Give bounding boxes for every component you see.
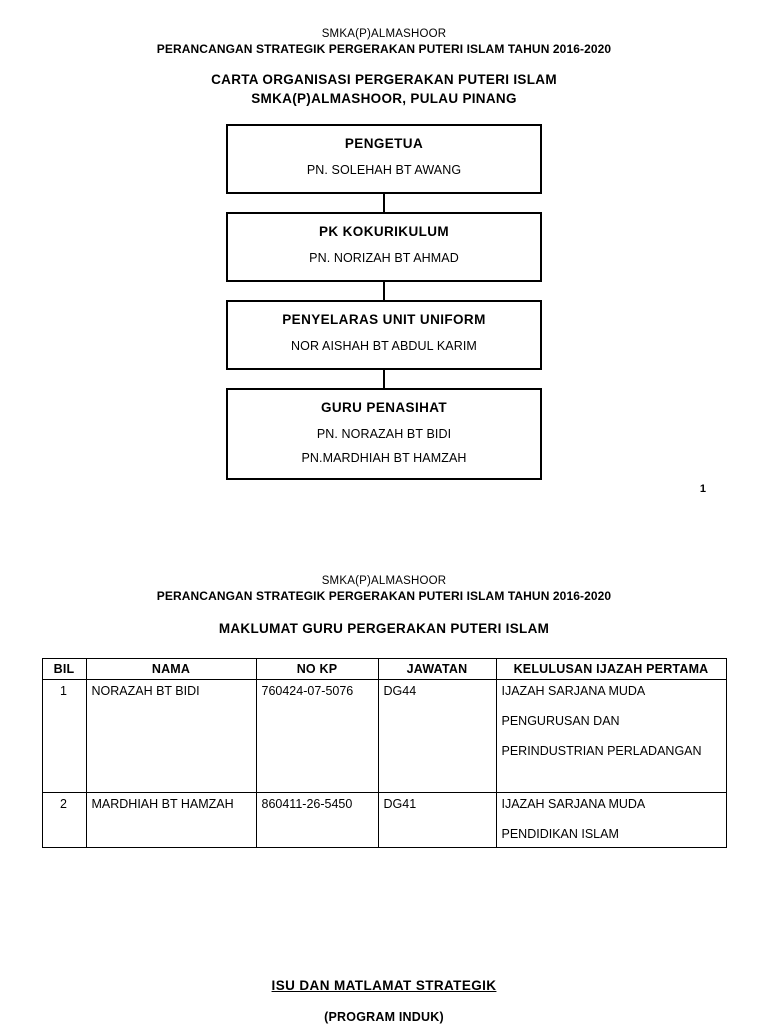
column-header-bil: BIL: [41, 658, 87, 680]
org-node-guru-title: GURU PENASIHAT: [320, 400, 448, 415]
program-induk-label: (PROGRAM INDUK): [324, 1010, 444, 1024]
cell-jawatan: DG41: [377, 792, 497, 848]
kelulusan-line: IJAZAH SARJANA MUDA: [501, 797, 646, 811]
org-node-pk-title: PK KOKURIKULUM: [318, 224, 450, 239]
cell-jawatan: DG44: [377, 679, 497, 793]
org-node-pengetua-title: PENGETUA: [344, 136, 424, 151]
org-node-pengetua-name: PN. SOLEHAH BT AWANG: [306, 163, 462, 177]
column-header-nama: NAMA: [85, 658, 257, 680]
column-header-no-kp: NO KP: [255, 658, 379, 680]
cell-nama: NORAZAH BT BIDI: [85, 679, 257, 793]
cell-no-kp: 860411-26-5450: [255, 792, 379, 848]
org-node-penyelaras: PENYELARAS UNIT UNIFORM NOR AISHAH BT AB…: [226, 300, 542, 370]
kelulusan-line: PENGURUSAN DAN: [501, 714, 620, 728]
cell-nama: MARDHIAH BT HAMZAH: [85, 792, 257, 848]
school-name-2: SMKA(P)ALMASHOOR: [321, 575, 447, 587]
cell-bil: 1: [41, 679, 87, 793]
kelulusan-line: PERINDUSTRIAN PERLADANGAN: [501, 744, 702, 758]
kelulusan-line: IJAZAH SARJANA MUDA: [501, 684, 646, 698]
org-node-guru-penasihat: GURU PENASIHAT PN. NORAZAH BT BIDI PN.MA…: [226, 388, 542, 480]
org-node-guru-name-1: PN. NORAZAH BT BIDI: [316, 427, 452, 441]
teacher-info-section: SMKA(P)ALMASHOOR PERANCANGAN STRATEGIK P…: [0, 575, 768, 848]
org-chart: PENGETUA PN. SOLEHAH BT AWANG PK KOKURIK…: [0, 124, 768, 480]
strategic-plan-line: PERANCANGAN STRATEGIK PERGERAKAN PUTERI …: [156, 42, 612, 56]
teacher-info-table: BIL NAMA NO KP JAWATAN KELULUSAN IJAZAH …: [41, 658, 727, 848]
org-connector-1: [383, 194, 385, 212]
table-title-block: MAKLUMAT GURU PERGERAKAN PUTERI ISLAM: [0, 621, 768, 636]
cell-no-kp: 760424-07-5076: [255, 679, 379, 793]
column-header-jawatan: JAWATAN: [377, 658, 497, 680]
page-number: 1: [699, 483, 706, 495]
isu-heading: ISU DAN MATLAMAT STRATEGIK: [271, 978, 497, 993]
org-chart-title: CARTA ORGANISASI PERGERAKAN PUTERI ISLAM…: [0, 72, 768, 106]
kelulusan-line: PENDIDIKAN ISLAM: [501, 827, 619, 841]
org-node-penyelaras-name: NOR AISHAH BT ABDUL KARIM: [291, 339, 477, 353]
section1-header: SMKA(P)ALMASHOOR PERANCANGAN STRATEGIK P…: [0, 28, 768, 56]
org-node-pk-name: PN. NORIZAH BT AHMAD: [309, 251, 459, 265]
org-chart-title-line1: CARTA ORGANISASI PERGERAKAN PUTERI ISLAM: [211, 72, 557, 87]
cell-kelulusan: IJAZAH SARJANA MUDA PENGURUSAN DAN PERIN…: [495, 679, 727, 793]
org-chart-section: SMKA(P)ALMASHOOR PERANCANGAN STRATEGIK P…: [0, 28, 768, 480]
org-node-pengetua: PENGETUA PN. SOLEHAH BT AWANG: [226, 124, 542, 194]
cell-kelulusan: IJAZAH SARJANA MUDA PENDIDIKAN ISLAM: [495, 792, 727, 848]
column-header-kelulusan: KELULUSAN IJAZAH PERTAMA: [495, 658, 727, 680]
strategic-issues-section: ISU DAN MATLAMAT STRATEGIK (PROGRAM INDU…: [0, 978, 768, 1024]
table-header-row: BIL NAMA NO KP JAWATAN KELULUSAN IJAZAH …: [41, 658, 727, 680]
org-connector-3: [383, 370, 385, 388]
cell-bil: 2: [41, 792, 87, 848]
section2-header: SMKA(P)ALMASHOOR PERANCANGAN STRATEGIK P…: [0, 575, 768, 603]
table-row: 1 NORAZAH BT BIDI 760424-07-5076 DG44 IJ…: [41, 679, 727, 793]
table-row: 2 MARDHIAH BT HAMZAH 860411-26-5450 DG41…: [41, 792, 727, 848]
strategic-plan-line-2: PERANCANGAN STRATEGIK PERGERAKAN PUTERI …: [156, 589, 612, 603]
org-node-guru-name-2: PN.MARDHIAH BT HAMZAH: [301, 451, 467, 465]
org-node-penyelaras-title: PENYELARAS UNIT UNIFORM: [282, 312, 486, 327]
org-chart-title-line2: SMKA(P)ALMASHOOR, PULAU PINANG: [251, 91, 517, 106]
table-title: MAKLUMAT GURU PERGERAKAN PUTERI ISLAM: [218, 621, 550, 636]
org-node-pk-kokurikulum: PK KOKURIKULUM PN. NORIZAH BT AHMAD: [226, 212, 542, 282]
org-connector-2: [383, 282, 385, 300]
school-name: SMKA(P)ALMASHOOR: [321, 28, 447, 40]
